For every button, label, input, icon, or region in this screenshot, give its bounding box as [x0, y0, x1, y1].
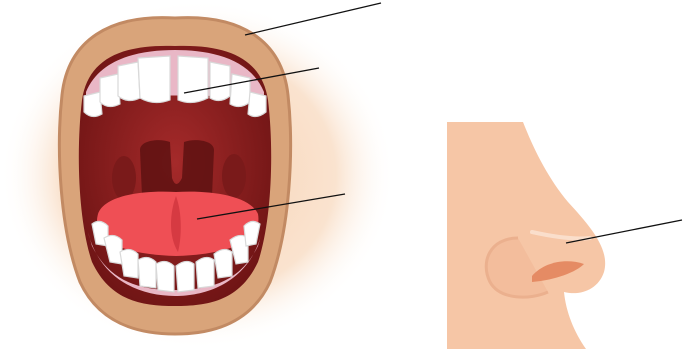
leader-line-lips [244, 2, 382, 36]
tooth [117, 61, 141, 102]
nose-wing [484, 236, 549, 299]
tooth [229, 234, 249, 265]
mouth-illustration [0, 0, 395, 349]
tonsil-left [112, 156, 136, 200]
leader-line-tongue [196, 193, 346, 220]
tooth [229, 73, 251, 108]
nose-highlight [530, 230, 592, 241]
tooth [247, 91, 267, 118]
tooth [155, 260, 175, 293]
tooth [137, 256, 157, 289]
tongue-groove [171, 196, 181, 252]
nose-profile [447, 122, 606, 349]
tooth [137, 55, 171, 104]
tooth [83, 91, 103, 118]
leader-line-nose [565, 219, 683, 244]
tooth [119, 248, 139, 279]
leader-lines [183, 2, 683, 244]
tooth [195, 256, 215, 289]
lower-teeth [91, 220, 261, 293]
leader-line-teeth [183, 67, 320, 94]
nostril [532, 261, 584, 282]
tooth [175, 260, 195, 293]
throat [140, 140, 214, 196]
tooth [99, 73, 121, 108]
upper-teeth [83, 55, 267, 118]
tooth [177, 55, 209, 104]
nose-illustration [447, 122, 606, 349]
tooth [213, 248, 233, 279]
tooth [209, 61, 231, 102]
tonsil-right [222, 154, 246, 198]
tooth [243, 220, 261, 247]
